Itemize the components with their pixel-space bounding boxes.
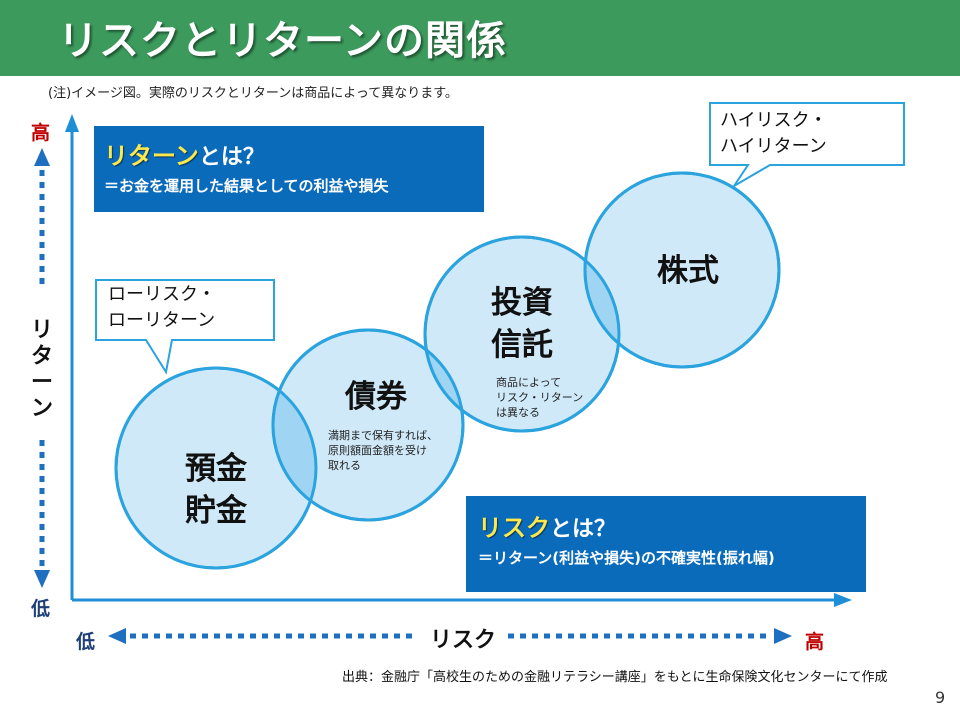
fund-label-line2: 信託: [491, 327, 553, 363]
return-box-heading: リターンとは？: [104, 136, 474, 171]
return-definition-box: リターンとは？ ＝お金を運用した結果としての利益や損失: [94, 126, 484, 212]
fund-label: 投資 信託: [482, 282, 562, 366]
return-up-arrow: [34, 148, 50, 166]
x-axis-high-label: 高: [805, 631, 825, 653]
x-axis-title: リスク: [424, 622, 503, 654]
risk-suffix: とは？: [550, 517, 617, 542]
return-keyword: リターン: [104, 142, 199, 170]
callout-low-shape: [95, 279, 275, 375]
callout-low-text: ローリスク・ ローリターン: [108, 284, 216, 331]
risk-definition: ＝リターン(利益や損失)の不確実性(振れ幅): [478, 549, 775, 567]
fund-description: 商品によって リスク・リターン は異なる: [496, 376, 584, 419]
risk-box-heading: リスクとは？: [478, 508, 856, 543]
risk-left-arrow: [108, 628, 126, 644]
x-axis-arrowhead: [834, 593, 852, 607]
return-down-arrow: [34, 570, 50, 588]
stock-label: 株式: [657, 253, 719, 289]
callout-high-shape: [709, 102, 905, 187]
fund-label-line1: 投資: [491, 285, 553, 321]
image-note: (注)イメージ図。実際のリスクとリターンは商品によって異なります。: [48, 86, 458, 101]
deposit-label-line2: 貯金: [185, 493, 247, 529]
y-axis-low-label: 低: [31, 598, 51, 620]
y-axis-title: リターン: [30, 318, 53, 421]
risk-keyword: リスク: [478, 514, 550, 542]
deposit-label: 預金 貯金: [166, 448, 266, 532]
x-axis-low-label: 低: [76, 631, 96, 653]
bond-description: 満期まで保有すれば、 原則額面金額を受け 取れる: [328, 429, 438, 472]
source-credit: 出典：金融庁「高校生のための金融リテラシー講座」をもとに生命保険文化センターにて…: [342, 670, 888, 685]
return-definition: ＝お金を運用した結果としての利益や損失: [104, 177, 389, 195]
slide-title: リスクとリターンの関係: [58, 18, 507, 64]
return-suffix: とは？: [198, 145, 265, 170]
header-bar: [0, 0, 960, 76]
bond-label: 債券: [345, 379, 407, 415]
risk-definition-box: リスクとは？ ＝リターン(利益や損失)の不確実性(振れ幅): [466, 496, 866, 592]
page-number: 9: [935, 688, 946, 707]
deposit-label-line1: 預金: [185, 451, 247, 487]
callout-high-text: ハイリスク・ ハイリターン: [720, 110, 828, 157]
y-axis-high-label: 高: [31, 122, 51, 144]
risk-right-arrow: [774, 628, 792, 644]
y-axis-arrowhead: [65, 114, 79, 132]
